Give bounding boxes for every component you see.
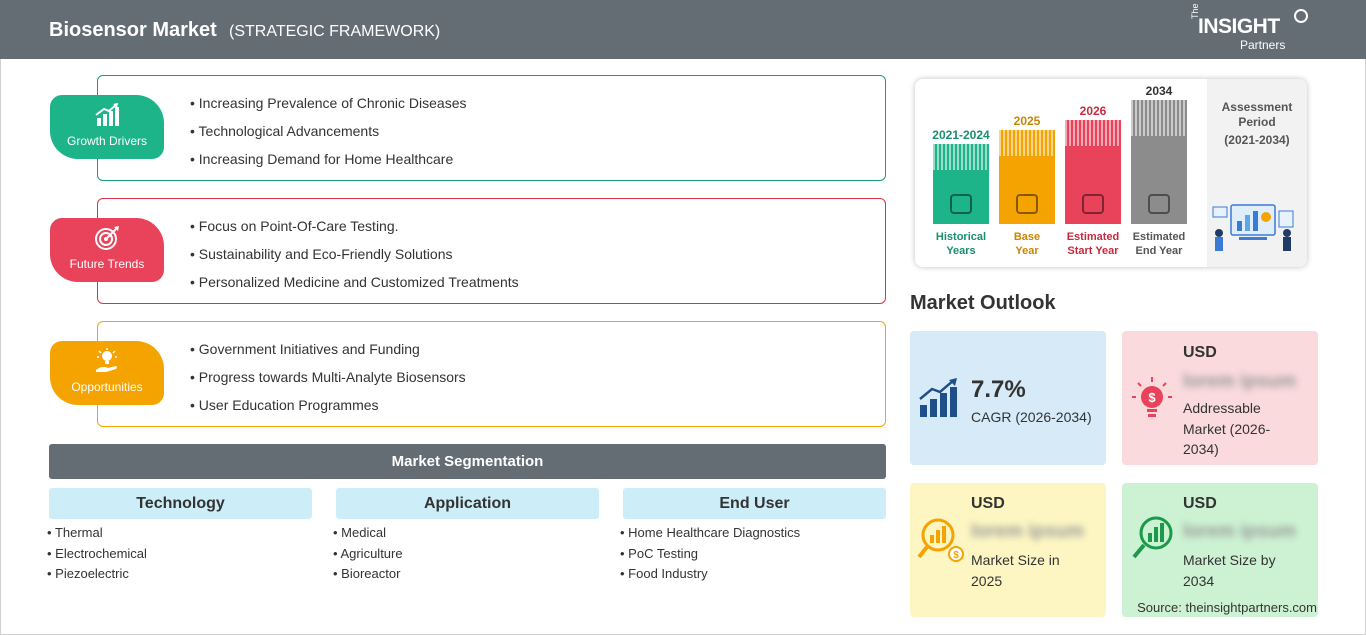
end-user-header: End User [623, 488, 886, 519]
opportunities-label: Opportunities [71, 380, 143, 394]
addressable-market-card: $ USD lorem ipsum Addressable Market (20… [1122, 331, 1318, 465]
list-item: Increasing Prevalence of Chronic Disease… [190, 95, 467, 123]
cagr-card: 7.7% CAGR (2026-2034) [910, 331, 1106, 465]
page-title: Biosensor Market [49, 19, 217, 41]
cagr-label: CAGR (2026-2034) [971, 409, 1092, 425]
magnifier-chart-icon [1132, 516, 1173, 559]
cagr-value: 7.7% [971, 376, 1026, 403]
page-header: Biosensor Market (STRATEGIC FRAMEWORK) T… [0, 0, 1366, 59]
list-item: Sustainability and Eco-Friendly Solution… [190, 246, 519, 274]
analytics-people-icon [1212, 204, 1294, 251]
list-item: Government Initiatives and Funding [190, 341, 466, 369]
future-trends-tag: Future Trends [50, 218, 164, 282]
page-subtitle: (STRATEGIC FRAMEWORK) [229, 23, 441, 40]
technology-header: Technology [49, 488, 312, 519]
list-item: Technological Advancements [190, 123, 467, 151]
opportunities-tag: Opportunities [50, 341, 164, 405]
start-year-label: 2026 [1079, 104, 1107, 118]
assessment-title: Assessment Period [1221, 100, 1293, 129]
lightbulb-hand-icon [96, 348, 117, 372]
svg-text:$: $ [1148, 390, 1156, 405]
magnifier-dollar-icon: $ [917, 518, 964, 562]
base-bar [999, 130, 1055, 224]
list-item: Medical [333, 525, 403, 546]
application-header: Application [336, 488, 599, 519]
end-user-list: Home Healthcare Diagnostics PoC Testing … [620, 525, 800, 587]
list-item: Focus on Point-Of-Care Testing. [190, 218, 519, 246]
size-2034-currency: USD [1183, 495, 1217, 512]
addressable-label: Addressable Market (2026-2034) [1183, 400, 1271, 457]
presentation-icon [1082, 194, 1104, 214]
insight-partners-logo: The INSIGHT Partners [1190, 3, 1308, 53]
addressable-currency: USD [1183, 344, 1217, 361]
market-size-2034-card: USD lorem ipsum Market Size by 2034 [1122, 483, 1318, 617]
size-2034-value: lorem ipsum [1183, 521, 1296, 542]
size-2034-label: Market Size by 2034 [1183, 552, 1276, 589]
list-item: Piezoelectric [47, 566, 147, 587]
list-item: PoC Testing [620, 546, 800, 567]
assessment-period-panel: Assessment Period (2021-2034) [1207, 79, 1307, 267]
dollar-bulb-icon: $ [1132, 377, 1172, 417]
history-icon [950, 194, 972, 214]
technology-list: Thermal Electrochemical Piezoelectric [47, 525, 147, 587]
growth-chart-icon [919, 378, 957, 417]
application-list: Medical Agriculture Bioreactor [333, 525, 403, 587]
calendar-icon [1016, 194, 1038, 214]
list-item: Progress towards Multi-Analyte Biosensor… [190, 369, 466, 397]
svg-text:$: $ [953, 550, 959, 561]
monitor-chart-icon [1148, 194, 1170, 214]
opportunities-box: Government Initiatives and Funding Progr… [97, 321, 886, 427]
historical-year-label: 2021-2024 [932, 128, 990, 142]
future-trends-label: Future Trends [69, 257, 145, 271]
start-bar [1065, 120, 1121, 224]
growth-drivers-tag: Growth Drivers [50, 95, 164, 159]
growth-chart-icon [95, 103, 119, 126]
size-2025-value: lorem ipsum [971, 521, 1084, 542]
list-item: Electrochemical [47, 546, 147, 567]
market-segmentation-bar: Market Segmentation [49, 444, 886, 479]
size-2025-label: Market Size in 2025 [971, 552, 1060, 589]
addressable-value: lorem ipsum [1183, 371, 1296, 392]
list-item: Personalized Medicine and Customized Tre… [190, 274, 519, 302]
base-year-label: 2025 [1013, 114, 1041, 128]
target-icon [95, 226, 119, 250]
market-outlook-title: Market Outlook [910, 292, 1056, 314]
list-item: Bioreactor [333, 566, 403, 587]
list-item: Thermal [47, 525, 147, 546]
growth-drivers-box: Increasing Prevalence of Chronic Disease… [97, 75, 886, 181]
historical-bar [933, 144, 989, 224]
growth-drivers-label: Growth Drivers [66, 134, 147, 148]
size-2025-currency: USD [971, 495, 1005, 512]
future-trends-box: Focus on Point-Of-Care Testing. Sustaina… [97, 198, 886, 304]
list-item: Agriculture [333, 546, 402, 567]
assessment-period: (2021-2034) [1224, 133, 1290, 147]
market-size-2025-card: $ USD lorem ipsum Market Size in 2025 [910, 483, 1106, 617]
list-item: Increasing Demand for Home Healthcare [190, 151, 467, 179]
end-year-label: 2034 [1145, 84, 1173, 98]
list-item: User Education Programmes [190, 397, 466, 425]
list-item: Food Industry [620, 566, 800, 587]
source-text: Source: theinsightpartners.com [1137, 600, 1317, 615]
list-item: Home Healthcare Diagnostics [620, 525, 800, 546]
end-bar [1131, 100, 1187, 224]
